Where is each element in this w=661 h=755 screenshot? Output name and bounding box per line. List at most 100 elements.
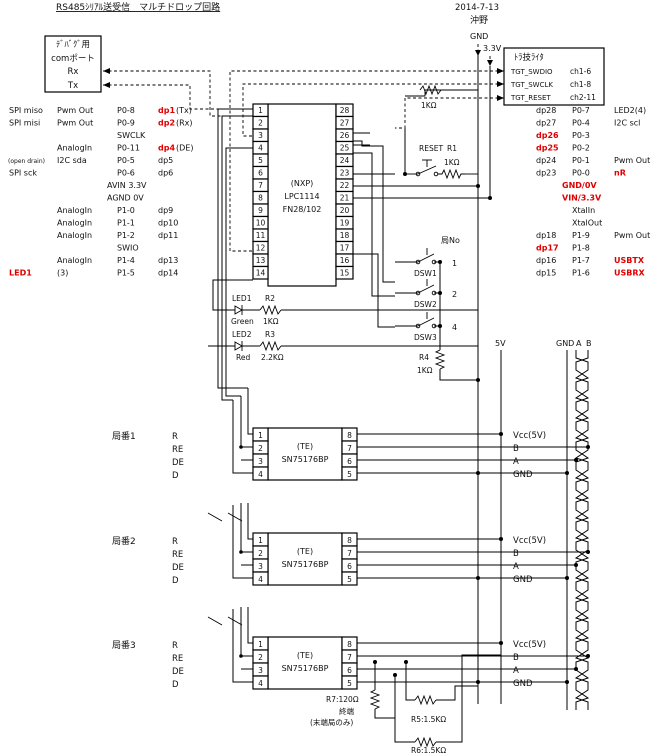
open-wire-mark	[227, 512, 243, 522]
mcu-pin-right-number: 19	[340, 219, 350, 228]
left-pin-dp: dp2	[158, 119, 175, 128]
transceiver-signal: R	[172, 432, 178, 442]
r3-value: 2.2KΩ	[261, 353, 284, 362]
left-pin-mode: AnalogIn	[57, 206, 92, 215]
writer-ch2: ch1-8	[570, 80, 591, 89]
writer-ch1: ch1-6	[570, 67, 591, 76]
re-wire	[240, 503, 253, 553]
mcu-pin-left-number: 7	[258, 181, 263, 190]
mcu-pin-right-number: 15	[340, 269, 350, 278]
junction-dot	[476, 680, 480, 684]
mcu-pin-left-number: 3	[258, 131, 263, 140]
transceiver-pin-left-number: 4	[258, 575, 263, 584]
transceiver-part: SN75176BP	[282, 560, 329, 569]
transceiver-pin-left-number: 3	[258, 457, 263, 466]
transceiver-bus-signal: Vcc(5V)	[513, 431, 546, 441]
junction-dot	[565, 680, 569, 684]
right-pin-dp: dp17	[536, 244, 559, 253]
mcu-pin-left-number: 13	[256, 256, 266, 265]
right-pin-port: P0-1	[572, 156, 590, 165]
left-pin-port: P0-9	[117, 119, 135, 128]
right-pin-port: P0-2	[572, 144, 590, 153]
mcu-pin-left-number: 1	[258, 106, 263, 115]
transceiver-pin-right-number: 6	[347, 666, 352, 675]
mcu-pin-left-number: 2	[258, 119, 263, 128]
station-label: 局番3	[112, 639, 136, 651]
r1-label: R1	[447, 144, 457, 153]
r2-label: R2	[265, 294, 275, 303]
transceiver-pin-right-number: 5	[347, 470, 352, 479]
left-pin-dp: dp14	[158, 269, 178, 278]
dsw-line-1	[353, 140, 395, 283]
right-pin-port: P0-4	[572, 119, 590, 128]
transceiver-pin-left-number: 3	[258, 666, 263, 675]
junction-dot	[565, 471, 569, 475]
right-pin-func: USBTX	[614, 256, 645, 265]
r-wire	[247, 607, 253, 644]
led1-label: LED1	[232, 294, 252, 303]
left-pin-dp: dp4	[158, 144, 175, 153]
right-pin-port: P1-8	[572, 244, 590, 253]
r-wire	[247, 398, 253, 435]
left-pin-dp: dp11	[158, 231, 178, 240]
right-pin-dp: dp28	[536, 106, 556, 115]
re-wire	[240, 607, 253, 657]
junction-dot	[586, 654, 590, 658]
transceiver-maker: (TE)	[297, 651, 313, 660]
debug-tx-wire	[103, 84, 253, 110]
right-pin-func: nR	[614, 169, 626, 178]
left-pin-dp: dp10	[158, 219, 178, 228]
transceiver-bus-signal: Vcc(5V)	[513, 536, 546, 546]
dsw-lever	[417, 253, 435, 263]
transceiver-chip	[267, 427, 343, 481]
led2	[208, 340, 478, 352]
mcu-pin-right-number: 27	[340, 119, 350, 128]
left-pin-port: P1-2	[117, 231, 135, 240]
tx-line	[221, 115, 253, 401]
dsw-contact	[415, 290, 421, 296]
transceiver-signal: RE	[172, 654, 183, 664]
r-wire	[247, 503, 253, 540]
mcu-pin-right-number: 21	[340, 194, 350, 203]
debug-port-rx: Rx	[68, 67, 79, 77]
mcu-pin-right-number: 20	[340, 206, 350, 215]
reset-label: RESET	[419, 144, 443, 153]
left-pin-func: (open drain)	[8, 158, 45, 165]
left-pin-extra: (Rx)	[176, 119, 193, 128]
transceiver-pin-right-number: 5	[347, 679, 352, 688]
mcu-pin-right-number: 22	[340, 181, 350, 190]
mcu-pin-left	[252, 265, 269, 280]
debug-port-title: ﾃﾞﾊﾞｸﾞ用	[56, 40, 90, 50]
transceiver-bus-signal: B	[513, 653, 519, 663]
r5-resistor	[414, 694, 437, 706]
r4-value: 1KΩ	[417, 366, 433, 375]
led1	[212, 279, 478, 316]
right-pin-port: XtalIn	[572, 206, 595, 215]
mcu-pin-right-number: 17	[340, 244, 350, 253]
left-pin-mode: AnalogIn	[57, 144, 92, 153]
d-wire	[232, 609, 253, 683]
left-pin-port: P1-4	[117, 256, 135, 265]
left-pin-port: P0-11	[117, 144, 140, 153]
transceiver-pin-left-number: 2	[258, 444, 263, 453]
dsw-lever	[417, 284, 435, 294]
transceiver-signal: RE	[172, 445, 183, 455]
dsw-weight: 2	[452, 290, 457, 299]
transceiver-part: SN75176BP	[282, 455, 329, 464]
transceiver-bus-signal: GND	[513, 679, 533, 689]
r3-resistor	[259, 340, 282, 352]
left-pin-port: SWIO	[117, 244, 139, 253]
r1-value: 1KΩ	[444, 158, 460, 167]
left-pin-mode: AnalogIn	[57, 219, 92, 228]
transceiver-maker: (TE)	[297, 442, 313, 451]
term-label: 終端	[339, 706, 354, 716]
re-wire	[240, 398, 253, 448]
bus-gnd-label: GND	[556, 339, 574, 348]
transceiver-pin-right-number: 5	[347, 575, 352, 584]
reset-wire	[395, 97, 504, 129]
transceiver-pin-left-number: 2	[258, 549, 263, 558]
